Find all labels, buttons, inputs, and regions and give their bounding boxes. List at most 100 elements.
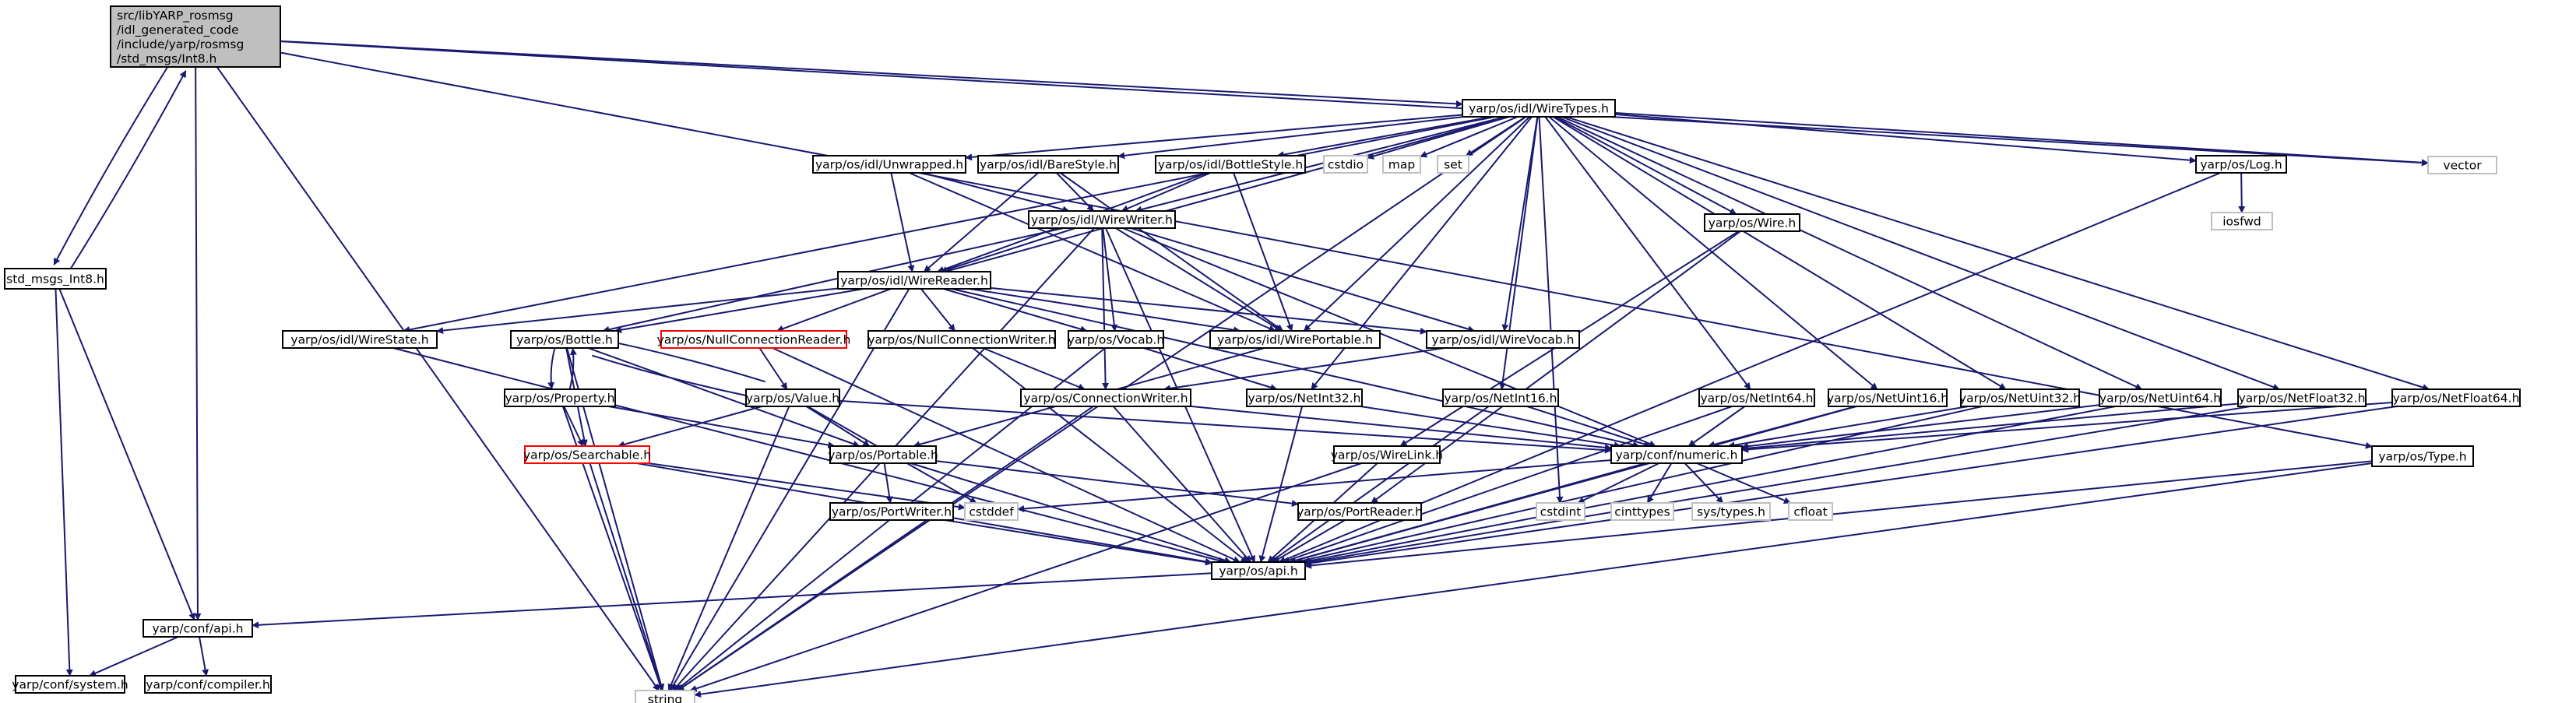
- node-numeric[interactable]: yarp/conf/numeric.h: [1610, 445, 1743, 464]
- node-box: [867, 330, 1056, 349]
- node-property[interactable]: yarp/os/Property.h: [504, 388, 616, 407]
- edge-netfloat32-to-os_api: [1304, 406, 2250, 566]
- node-wirewriter[interactable]: yarp/os/idl/WireWriter.h: [1028, 210, 1176, 229]
- node-unwrapped[interactable]: yarp/os/idl/Unwrapped.h: [812, 155, 966, 174]
- node-conf_system[interactable]: yarp/conf/system.h: [12, 675, 128, 694]
- node-log[interactable]: yarp/os/Log.h: [2195, 155, 2287, 174]
- node-string: string: [635, 690, 695, 703]
- node-box: [143, 619, 253, 638]
- node-label: cinttypes: [1614, 505, 1670, 519]
- node-box: [144, 675, 272, 694]
- edge-portable-to-portreader: [935, 460, 1299, 508]
- edge-wiretypes-to-barestyle: [1117, 116, 1464, 160]
- edge-wirewriter-to-bottle: [602, 227, 1064, 333]
- node-wiretypes[interactable]: yarp/os/idl/WireTypes.h: [1462, 99, 1616, 118]
- node-nullconnreader[interactable]: yarp/os/NullConnectionReader.h: [657, 330, 851, 349]
- edge-netint64-to-numeric: [1687, 406, 1746, 447]
- node-box: [1610, 445, 1743, 464]
- edge-netint16-to-numeric: [1526, 406, 1651, 448]
- node-box: [504, 388, 616, 407]
- node-box: [1211, 561, 1306, 580]
- node-bottlestyle[interactable]: yarp/os/idl/BottleStyle.h: [1155, 155, 1306, 174]
- node-label: yarp/os/NetUint64.h: [2099, 392, 2221, 406]
- node-label: yarp/os/Searchable.h: [523, 448, 651, 462]
- edge-wiretypes-to-netint16: [1499, 116, 1539, 390]
- edge-connwriter-to-numeric: [1190, 405, 1612, 452]
- node-wirereader[interactable]: yarp/os/idl/WireReader.h: [837, 271, 991, 290]
- node-box: [1442, 388, 1559, 407]
- node-box: [1698, 388, 1815, 407]
- edge-wiretypes-to-wireportable: [1303, 116, 1531, 332]
- node-set: set: [1437, 155, 1469, 174]
- node-os_api[interactable]: yarp/os/api.h: [1211, 561, 1306, 580]
- edge-wirewriter-to-connwriter: [1101, 227, 1110, 390]
- edge-root-to-string: [216, 66, 660, 691]
- node-label: yarp/os/NetUint32.h: [1959, 392, 2081, 406]
- edge-bottle-to-property: [547, 346, 556, 390]
- node-label: vector: [2443, 159, 2482, 173]
- node-label: yarp/os/NetInt32.h: [1248, 392, 1360, 406]
- node-label: yarp/os/ConnectionWriter.h: [1023, 392, 1188, 406]
- node-netfloat32[interactable]: yarp/os/NetFloat32.h: [2237, 388, 2367, 407]
- edge-property-to-string: [561, 406, 663, 691]
- node-netint32[interactable]: yarp/os/NetInt32.h: [1246, 388, 1363, 407]
- edge-wirereader-to-vocab: [943, 288, 1088, 333]
- node-netint64[interactable]: yarp/os/NetInt64.h: [1698, 388, 1815, 407]
- node-netfloat64[interactable]: yarp/os/NetFloat64.h: [2391, 388, 2521, 407]
- node-box: [2427, 156, 2497, 174]
- node-searchable[interactable]: yarp/os/Searchable.h: [523, 445, 651, 464]
- node-nullconnwriter[interactable]: yarp/os/NullConnectionWriter.h: [867, 330, 1056, 349]
- edge-root-to-std_msgs_int8: [53, 62, 171, 265]
- node-box: [1382, 155, 1421, 174]
- edge-property-to-bottle: [568, 347, 577, 391]
- edge-property-to-portable: [608, 406, 836, 449]
- node-conf_api[interactable]: yarp/conf/api.h: [143, 619, 253, 638]
- node-label: yarp/os/Log.h: [2200, 158, 2282, 172]
- node-wirestate[interactable]: yarp/os/idl/WireState.h: [282, 330, 438, 349]
- node-netint16[interactable]: yarp/os/NetInt16.h: [1442, 388, 1559, 407]
- edge-root-to-vector: [280, 40, 2429, 167]
- node-box: [1028, 210, 1176, 229]
- node-connwriter[interactable]: yarp/os/ConnectionWriter.h: [1020, 388, 1191, 407]
- node-vocab[interactable]: yarp/os/Vocab.h: [1068, 330, 1164, 349]
- node-label: yarp/os/NetFloat64.h: [2393, 392, 2520, 406]
- edge-conf_api-to-conf_compiler: [199, 636, 209, 677]
- node-label: /std_msgs/Int8.h: [117, 51, 216, 66]
- node-wirelink[interactable]: yarp/os/WireLink.h: [1331, 445, 1443, 464]
- edge-portwriter-to-os_api: [945, 519, 1212, 566]
- node-netuint16[interactable]: yarp/os/NetUint16.h: [1827, 388, 1948, 407]
- node-netuint64[interactable]: yarp/os/NetUint64.h: [2099, 388, 2222, 407]
- node-box: [1246, 388, 1363, 407]
- edge-portable-to-portwriter: [883, 462, 893, 504]
- edge-netint32-to-numeric: [1360, 406, 1621, 449]
- node-barestyle[interactable]: yarp/os/idl/BareStyle.h: [977, 155, 1119, 174]
- node-cstdint: cstdint: [1536, 502, 1585, 521]
- node-conf_compiler[interactable]: yarp/conf/compiler.h: [144, 675, 272, 694]
- node-portable[interactable]: yarp/os/Portable.h: [828, 445, 938, 464]
- node-box: [977, 155, 1119, 174]
- node-value[interactable]: yarp/os/Value.h: [745, 388, 840, 407]
- node-wire[interactable]: yarp/os/Wire.h: [1704, 213, 1800, 232]
- edge-wiretypes-to-netint64: [1544, 116, 1751, 390]
- node-os_type[interactable]: yarp/os/Type.h: [2371, 445, 2474, 467]
- node-netuint32[interactable]: yarp/os/NetUint32.h: [1959, 388, 2081, 407]
- node-root[interactable]: src/libYARP_rosmsg/idl_generated_code/in…: [110, 5, 281, 68]
- node-systypes: sys/types.h: [1691, 502, 1771, 521]
- node-wirevocab[interactable]: yarp/os/idl/WireVocab.h: [1426, 330, 1580, 349]
- node-portreader[interactable]: yarp/os/PortReader.h: [1297, 502, 1423, 521]
- node-std_msgs_int8[interactable]: std_msgs_Int8.h: [4, 268, 107, 290]
- node-label: yarp/os/PortWriter.h: [832, 505, 952, 519]
- node-wireportable[interactable]: yarp/os/idl/WirePortable.h: [1209, 330, 1381, 349]
- edge-netint32-to-os_api: [1258, 406, 1304, 563]
- node-box: [1155, 155, 1306, 174]
- node-box: [110, 5, 281, 68]
- edge-wiretypes-to-bottlestyle: [1276, 116, 1492, 158]
- node-bottle[interactable]: yarp/os/Bottle.h: [510, 330, 619, 349]
- node-label: yarp/os/idl/WireReader.h: [840, 274, 988, 288]
- node-portwriter[interactable]: yarp/os/PortWriter.h: [829, 502, 954, 521]
- node-box: [1691, 502, 1771, 521]
- node-box: [829, 502, 954, 521]
- edge-wiretypes-to-netint32: [1311, 116, 1533, 390]
- edge-vocab-to-netint32: [1143, 347, 1278, 391]
- node-box: [837, 271, 991, 290]
